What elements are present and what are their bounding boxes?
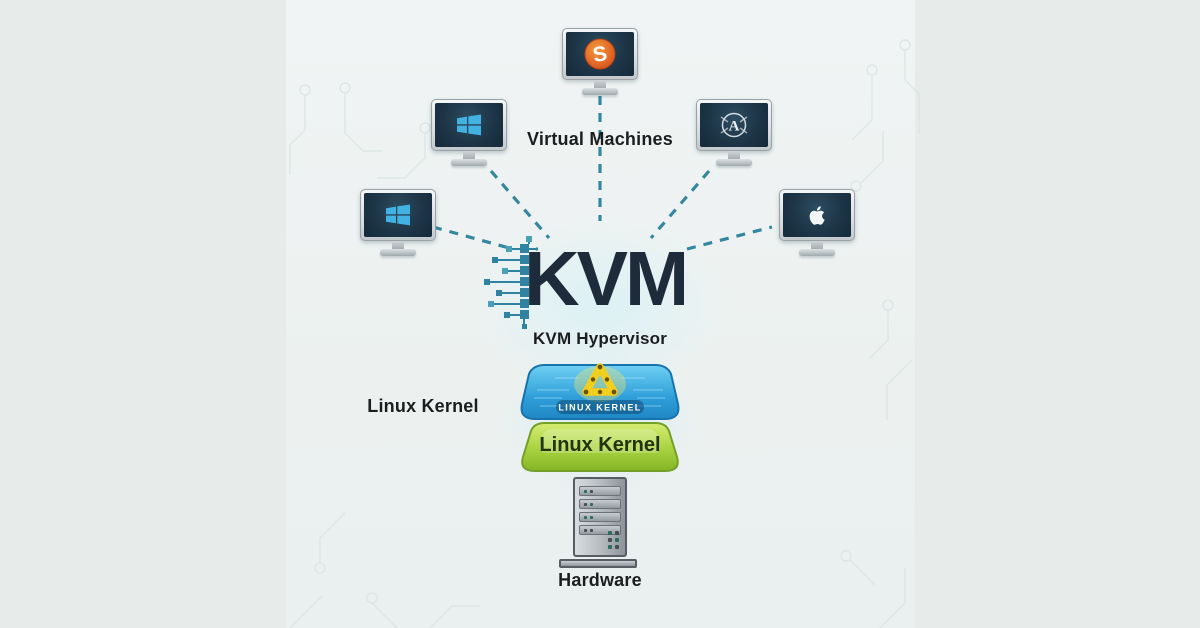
vm-monitor-upper-left	[431, 99, 507, 166]
led-indicator	[590, 502, 593, 506]
led-indicator	[584, 489, 587, 493]
monitor-bezel: A	[696, 99, 772, 151]
monitor-bezel	[360, 189, 436, 241]
monitor-base	[799, 249, 835, 256]
linux-kernel-side-label: Linux Kernel	[367, 396, 479, 416]
blue-layer-label: LINUX KERNEL	[558, 403, 641, 413]
monitor-base	[451, 159, 487, 166]
monitor-bezel	[431, 99, 507, 151]
hardware-label: Hardware	[558, 570, 642, 590]
svg-text:S: S	[591, 42, 609, 67]
arch-logo-icon: A	[720, 112, 748, 138]
monitor-base	[582, 88, 618, 95]
vm-monitor-upper-right: A	[696, 99, 772, 166]
monitor-screen: A	[700, 103, 768, 147]
monitor-stand	[594, 80, 606, 88]
monitor-stand	[728, 151, 740, 159]
suse-logo-icon: S	[584, 38, 616, 70]
vm-monitor-far-left	[360, 189, 436, 256]
vm-monitor-top-center: S	[562, 28, 638, 95]
led-indicator	[590, 515, 593, 519]
kvm-wordmark: KVM	[524, 236, 689, 322]
monitor-screen	[364, 193, 432, 237]
server-base	[559, 559, 637, 568]
right-margin-band	[914, 0, 1200, 628]
drive-bay	[579, 486, 621, 496]
vent-dots	[608, 531, 619, 549]
kvm-hypervisor-label: KVM Hypervisor	[532, 329, 668, 348]
monitor-screen: S	[566, 32, 634, 76]
windows-logo-icon	[457, 114, 481, 136]
drive-bay	[579, 525, 621, 535]
monitor-stand	[811, 241, 823, 249]
monitor-stand	[392, 241, 404, 249]
monitor-base	[380, 249, 416, 256]
left-margin-band	[0, 0, 287, 628]
led-indicator	[590, 489, 593, 493]
led-indicator	[590, 528, 593, 532]
led-indicator	[584, 528, 587, 532]
green-layer-label: Linux Kernel	[539, 434, 661, 456]
server-tower	[573, 477, 627, 557]
drive-bay	[579, 499, 621, 509]
vm-monitor-far-right	[779, 189, 855, 256]
led-indicator	[584, 515, 587, 519]
virtual-machines-label: Virtual Machines	[527, 129, 673, 149]
apple-logo-icon	[809, 206, 825, 225]
monitor-base	[716, 159, 752, 166]
network-triangle-icon	[574, 363, 626, 402]
monitor-bezel	[779, 189, 855, 241]
linux-kernel-blue-layer: LINUX KERNEL	[520, 363, 680, 420]
led-indicator	[584, 502, 587, 506]
linux-kernel-green-layer	[521, 422, 679, 472]
monitor-screen	[783, 193, 851, 237]
monitor-screen	[435, 103, 503, 147]
monitor-stand	[463, 151, 475, 159]
kvm-circuit-icon	[484, 236, 538, 329]
drive-bay	[579, 512, 621, 522]
monitor-bezel: S	[562, 28, 638, 80]
svg-text:A: A	[729, 119, 740, 135]
windows-logo-icon	[386, 204, 410, 226]
hardware-server	[559, 477, 637, 568]
